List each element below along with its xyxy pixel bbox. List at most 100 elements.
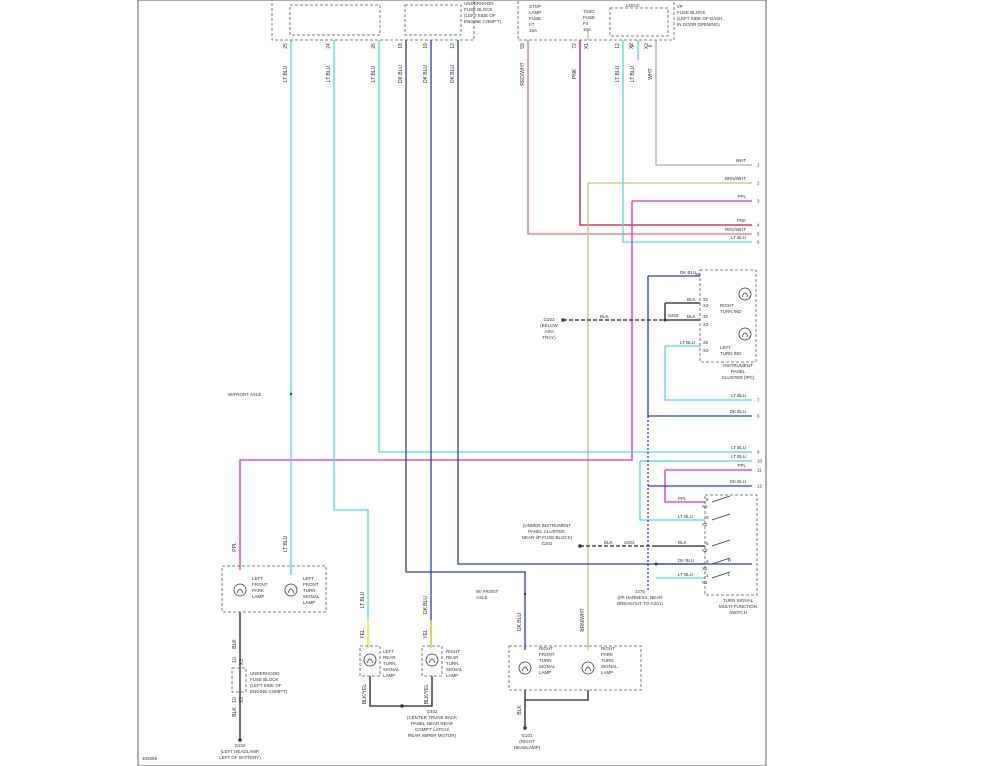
wire-ltblu-6	[622, 40, 752, 243]
left-front-park-lamp-filament	[236, 588, 244, 594]
w-front-axle-marker	[289, 392, 293, 396]
ground-g203	[561, 318, 565, 322]
left-front-park-lamp	[233, 583, 247, 597]
cluster-x2: X2	[703, 303, 709, 308]
left-underhood-blk-label: BLK	[232, 707, 238, 717]
stop-lamp-fuse-label: 15A	[529, 28, 537, 33]
left-turn-ind-label: TURN IND	[720, 351, 742, 356]
switch-letter-r: R	[728, 558, 732, 563]
right-turn-ind-lamp-filament	[741, 292, 749, 298]
figure-id: 302969	[142, 756, 158, 761]
instrument-panel-cluster-title: CLUSTER (IPC)	[722, 375, 755, 380]
right-front-turn-lamp-label: TURN	[539, 658, 552, 663]
left-turn-ind-lamp	[738, 327, 752, 341]
left-rear-turn-lamp-label: LAMP	[383, 673, 395, 678]
ip-fuse-block-top	[517, 0, 675, 41]
switch-contact	[711, 557, 731, 565]
wire-redwht-5	[527, 40, 752, 235]
splice-j275-label: BREAKOUT TO G201)	[617, 601, 663, 606]
ground-g203-label: (BELOW	[540, 323, 559, 328]
right-front-lamp-box	[508, 645, 642, 691]
right-front-turn-lamp-filament	[521, 666, 529, 672]
left-underhood-fuse-block-label: (LEFT SIDE OF	[250, 683, 282, 688]
wire-dkblu-right-front	[405, 40, 526, 650]
left-front-turn-lamp-label: TURN	[303, 588, 316, 593]
left-turn-ind-lamp-filament	[741, 332, 749, 338]
switch-pin-3: 3	[706, 559, 709, 564]
right-front-park-lamp-label: TURN	[601, 658, 614, 663]
splice-s203-label: S203	[668, 313, 679, 318]
right-wire-num-8: 8	[757, 414, 760, 419]
logic-label: LOGIC	[626, 3, 641, 8]
rear-left-yel-label: YEL	[360, 629, 366, 639]
left-front-turn-lamp-label: LEFT	[303, 576, 314, 581]
ground-g201-label: NEAR I/P FUSE BLOCK)	[522, 535, 573, 540]
left-front-ppl-label: PPL	[232, 542, 238, 552]
instrument-panel-cluster-title: PANEL	[731, 369, 746, 374]
cluster-pin-26: 26	[695, 272, 701, 277]
left-front-park-lamp-label: LEFT	[252, 576, 263, 581]
switch-wire-label: BLK	[678, 540, 687, 545]
top-pin-25: 25	[283, 43, 289, 49]
ground-g101-label: HEADLAMP)	[514, 745, 541, 750]
switch-connector: X1	[702, 580, 708, 585]
ground-g101-label: G101	[521, 733, 533, 738]
g203-blk-label: BLK	[600, 314, 609, 319]
right-wire-num-1: 1	[757, 163, 760, 168]
top-pin-24: 24	[326, 43, 332, 49]
right-wire-label: LT BLU	[731, 445, 746, 450]
switch-wire-label: LT BLU	[678, 514, 693, 519]
left-underhood-x3: X3	[239, 659, 245, 665]
left-underhood-connector	[231, 667, 247, 693]
ground-g201-label: (UNDER INSTRUMENT	[523, 523, 571, 528]
logic-box	[609, 7, 669, 37]
left-rear-turn-lamp-label: SIGNAL	[383, 667, 400, 672]
turn-signal-switch-title: SWITCH	[729, 610, 747, 615]
splice-s203	[663, 318, 667, 322]
wire-layer	[239, 30, 752, 740]
left-front-turn-lamp-label: FRONT	[303, 582, 319, 587]
ip-fuse-block-title: IN DOOR OPENING)	[677, 22, 720, 27]
switch-contact	[711, 495, 731, 503]
switch-connector: X2	[702, 566, 708, 571]
cluster-blk-label: BLK	[687, 314, 696, 319]
left-underhood-fuse-block-label: ENGINE COMP'T)	[250, 689, 288, 694]
right-wire-label: PNK	[737, 218, 746, 223]
left-front-turn-lamp	[284, 583, 298, 597]
ground-g101-label: (RIGHT	[519, 739, 535, 744]
wire-blkyel-rear	[369, 676, 433, 707]
top-pin-59: 59	[520, 43, 526, 49]
right-front-park-lamp-label: PARK	[601, 652, 613, 657]
ground-g201	[578, 544, 582, 548]
cluster-x2: X2	[703, 348, 709, 353]
right-wire-num-12: 12	[757, 484, 763, 489]
right-rear-turn-lamp	[425, 653, 439, 667]
ip-fuse-block-title: (LEFT SIDE OF DASH,	[677, 16, 724, 21]
left-front-ltblu-label: LT BLU	[283, 535, 289, 552]
top-wire-label: LT BLU	[326, 65, 332, 82]
right-wire-num-4: 4	[757, 223, 760, 228]
switch-connector: X2	[702, 548, 708, 553]
ground-g402-label: COMP'T LATCH/	[415, 727, 450, 732]
rear-left-blkyel-label: BLK/YEL	[362, 684, 368, 705]
top-pin-19: 19	[423, 43, 429, 49]
wire-ltblu-switch-8	[639, 461, 705, 521]
right-wire-label: LT BLU	[731, 235, 746, 240]
left-rear-turn-lamp	[363, 653, 377, 667]
top-pin-6: 6	[648, 44, 654, 47]
cluster-x3: X3	[703, 322, 709, 327]
right-rear-turn-lamp-label: RIGHT	[446, 649, 460, 654]
splice-j275	[654, 562, 658, 566]
wire-wht-1	[655, 40, 752, 166]
turn-signal-switch	[704, 494, 758, 596]
wire-ppl-left-front	[239, 201, 633, 570]
splice-j275-label: (I/P HARNESS, NEAR	[618, 595, 664, 600]
right-wire-label: WHT	[736, 158, 746, 163]
right-front-brnwht-label: BRN/WHT	[580, 608, 586, 631]
ground-g402-label: PANEL NEAR REAR	[411, 721, 454, 726]
left-turn-ind-label: LEFT	[720, 345, 731, 350]
switch-wire-label: LT BLU	[678, 572, 693, 577]
switch-pin-5: 5	[706, 541, 709, 546]
wire-dkblu-switch	[457, 40, 752, 565]
